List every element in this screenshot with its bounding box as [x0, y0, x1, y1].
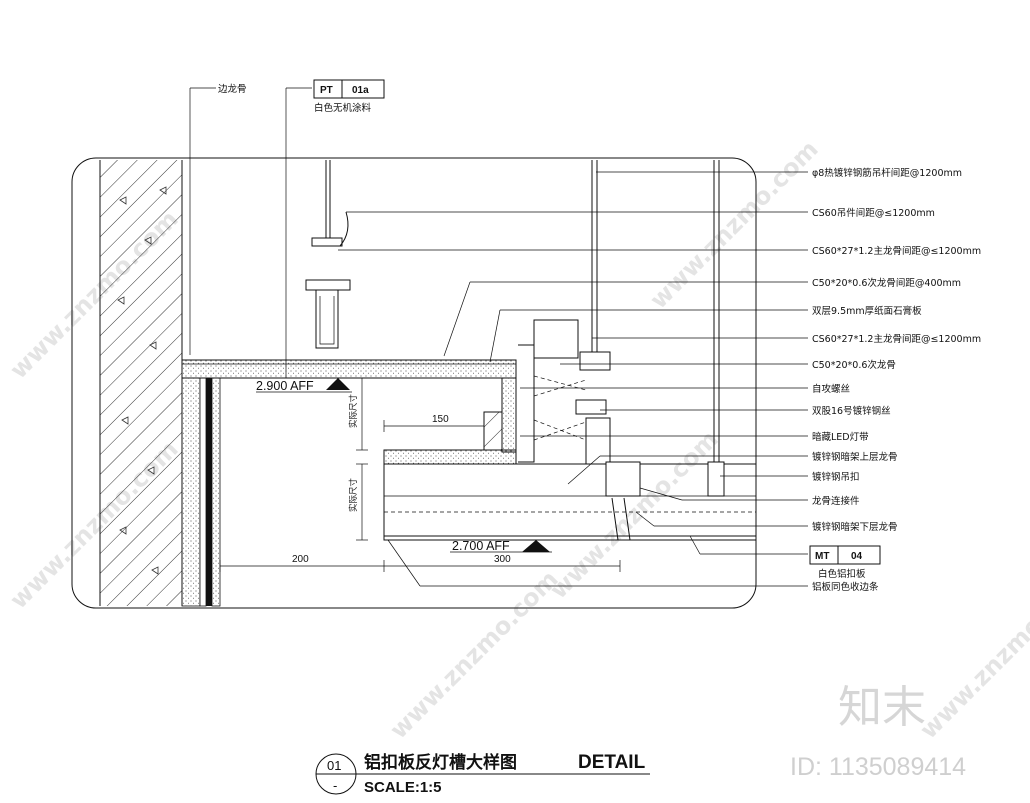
- vertical-dim-lower: 实际尺寸: [348, 477, 359, 512]
- brand-watermark: 知末 ID: 1135089414: [790, 682, 966, 781]
- trough-board: [483, 377, 517, 453]
- pt-caption: 白色无机涂料: [314, 102, 372, 114]
- level-marker-upper-icon: [326, 378, 350, 390]
- callout-1: φ8热镀锌钢筋吊杆间距@1200mm: [812, 167, 962, 179]
- masonry-wall: [99, 160, 221, 607]
- callout-13: 龙骨连接件: [812, 495, 860, 507]
- detail-frame: [71, 157, 757, 609]
- callout-14: 镀锌钢暗架下层龙骨: [812, 521, 898, 533]
- watermark-diag-2: www.znzmo.com: [544, 425, 723, 604]
- callout-list: φ8热镀锌钢筋吊杆间距@1200mm CS60吊件间距@≤1200mm CS60…: [812, 167, 981, 593]
- callout-6: CS60*27*1.2主龙骨间距@≤1200mm: [812, 333, 981, 345]
- pt-code: PT: [320, 85, 333, 96]
- brand-cn: 知末: [838, 682, 926, 733]
- cs60-bracket: [305, 211, 351, 349]
- callout-11: 镀锌钢暗架上层龙骨: [812, 451, 898, 463]
- mt-code: MT: [815, 551, 829, 562]
- title-en: DETAIL: [578, 752, 646, 773]
- callout-9: 双股16号镀锌钢丝: [812, 405, 891, 417]
- callout-4: C50*20*0.6次龙骨间距@400mm: [812, 277, 961, 289]
- callout-7: C50*20*0.6次龙骨: [812, 359, 896, 371]
- dim-150: 150: [432, 414, 449, 425]
- callout-leaders: [189, 87, 808, 587]
- main-channel-frame: [518, 319, 725, 541]
- title-block: 01 - 铝扣板反灯槽大样图 DETAIL SCALE:1:5: [315, 752, 650, 796]
- callout-bottom: 铝板同色收边条: [812, 581, 879, 593]
- level-marker-lower-icon: [522, 540, 550, 552]
- callout-5: 双层9.5mm厚纸面石膏板: [812, 305, 922, 317]
- callout-2: CS60吊件间距@≤1200mm: [812, 207, 935, 219]
- dim-200: 200: [292, 554, 309, 565]
- title-zh: 铝扣板反灯槽大样图: [364, 752, 517, 773]
- vertical-dim-upper: 实际尺寸: [348, 393, 359, 428]
- callout-10: 暗藏LED灯带: [812, 431, 869, 443]
- watermark-diag-6: www.znzmo.com: [914, 565, 1030, 744]
- title-scale: SCALE:1:5: [364, 779, 442, 796]
- mt-caption: 白色铝扣板: [818, 568, 866, 580]
- dim-300: 300: [494, 554, 511, 565]
- watermark-id: ID: 1135089414: [790, 753, 966, 781]
- hanger-rods: [325, 160, 720, 462]
- top-left-label: 边龙骨: [218, 83, 247, 95]
- upper-ceiling-board: [181, 359, 517, 379]
- watermark-diag-3: www.znzmo.com: [644, 135, 823, 314]
- level-upper: 2.900 AFF: [256, 379, 314, 393]
- pt-number: 01a: [352, 85, 369, 96]
- pt-tag: PT 01a 白色无机涂料: [313, 79, 385, 114]
- callout-8: 自攻螺丝: [812, 383, 850, 395]
- mt-tag: MT 04 白色铝扣板: [809, 545, 881, 580]
- title-sheet: -: [333, 778, 337, 793]
- mt-number: 04: [851, 551, 863, 562]
- callout-12: 镀锌钢吊扣: [812, 471, 860, 483]
- title-number: 01: [327, 758, 341, 773]
- watermark-diag-5: www.znzmo.com: [384, 565, 563, 744]
- aluminium-strip-ceiling: [383, 463, 757, 541]
- callout-3: CS60*27*1.2主龙骨间距@≤1200mm: [812, 245, 981, 257]
- dimension-lines: [219, 377, 621, 572]
- level-lower: 2.700 AFF: [452, 539, 510, 553]
